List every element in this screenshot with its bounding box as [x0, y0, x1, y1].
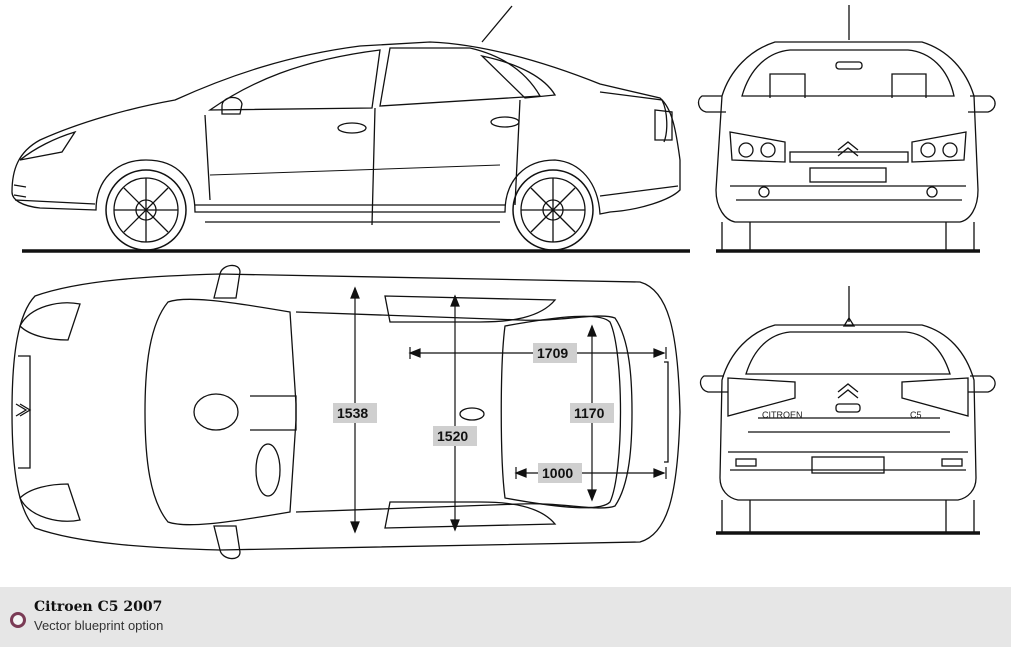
caption-title: Citroen C5 2007: [34, 599, 163, 615]
caption-subtitle: Vector blueprint option: [34, 618, 164, 633]
rear-name-badge: CITROEN: [762, 410, 803, 420]
top-view: [11, 264, 681, 560]
dim-label-width-inner: 1170: [574, 405, 605, 421]
dimension-lines: [350, 286, 667, 534]
side-front-wheel: [105, 169, 187, 251]
dim-label-front-track: 1520: [437, 428, 468, 444]
blueprint-drawing: CITROEN C5: [11, 5, 996, 560]
dim-label-length-top: 1709: [537, 345, 568, 361]
front-view: [697, 5, 996, 253]
side-rear-wheel: [512, 169, 594, 251]
dim-label-length-bottom: 1000: [542, 465, 573, 481]
bullet-icon: [10, 612, 26, 628]
caption-bar: [0, 587, 1011, 647]
rear-model-badge: C5: [910, 410, 922, 420]
dim-label-rear-track: 1538: [337, 405, 368, 421]
rear-view: [699, 286, 996, 535]
side-view: [11, 5, 690, 253]
